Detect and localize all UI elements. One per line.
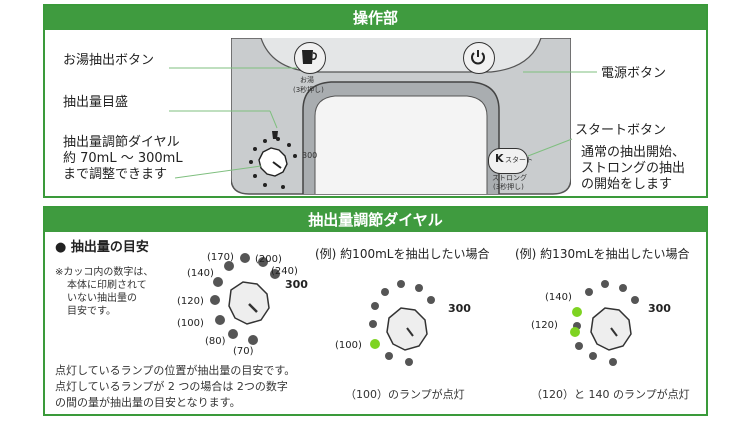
- example2-lit-label2: (120): [531, 320, 558, 331]
- scale-140: (140): [187, 268, 214, 279]
- cup-icon: [302, 50, 317, 64]
- power-icon: [471, 50, 485, 65]
- device-strong-sub: (3秒押し): [493, 183, 524, 191]
- machine-top-illustration: [231, 38, 571, 195]
- scale-170: (170): [207, 252, 234, 263]
- power-button[interactable]: [463, 42, 495, 74]
- device-strong-text: ストロング: [492, 174, 527, 182]
- note-line1: ※カッコ内の数字は、: [55, 267, 154, 278]
- hot-water-button-label: お湯抽出ボタン: [63, 53, 155, 68]
- example1-lit-lamp: [370, 339, 380, 349]
- note-line2: 本体に印刷されて: [67, 280, 147, 291]
- dial-panel: 抽出量調節ダイヤル ● 抽出量の目安 ※カッコ内の数字は、 本体に印刷されて い…: [43, 206, 708, 416]
- dial-label-line1: 抽出量調節ダイヤル: [63, 135, 180, 150]
- device-dial[interactable]: [243, 132, 307, 196]
- start-desc-line3: の開始をします: [581, 177, 673, 192]
- start-desc-line2: ストロングの抽出: [581, 161, 686, 176]
- scale-120: (120): [177, 296, 204, 307]
- guide-dial-graphic: [210, 253, 280, 345]
- scale-label: 抽出量目盛: [63, 95, 129, 110]
- example2-dial: [570, 280, 639, 366]
- start-icon: K: [495, 152, 504, 165]
- guide-heading: ● 抽出量の目安: [55, 240, 149, 255]
- start-button[interactable]: [488, 148, 528, 174]
- scale-240: (240): [271, 266, 298, 277]
- example1-title: (例) 約100mLを抽出したい場合: [315, 247, 490, 261]
- example1-caption: （100）のランプが点灯: [345, 388, 465, 401]
- scale-100: (100): [177, 318, 204, 329]
- operation-panel: 操作部 お湯 (3秒押し) K スタート ストロング (3秒押し) 300: [43, 4, 708, 198]
- scale-200: (200): [255, 254, 282, 265]
- device-hot-water-sub: (3秒押し): [293, 86, 324, 94]
- example2-title: (例) 約130mLを抽出したい場合: [515, 247, 690, 261]
- note-line3: いない抽出量の: [67, 293, 137, 304]
- footer-line1: 点灯しているランプの位置が抽出量の目安です。: [55, 364, 296, 377]
- power-button-label: 電源ボタン: [601, 66, 667, 81]
- example1-300: 300: [448, 302, 471, 315]
- scale-70: (70): [233, 346, 254, 357]
- scale-cup-icon: [272, 131, 278, 139]
- example2-lit-label1: (140): [545, 292, 572, 303]
- example2-lit-lamps: [570, 307, 582, 337]
- dial-panel-title: 抽出量調節ダイヤル: [45, 208, 706, 232]
- device-start-text: スタート: [505, 156, 533, 164]
- start-desc-line1: 通常の抽出開始、: [581, 145, 686, 160]
- example1-dial: [369, 280, 435, 366]
- note-line4: 目安です。: [67, 306, 116, 317]
- dial-label-line2: 約 70mL ～ 300mL: [63, 151, 183, 166]
- scale-80: (80): [205, 336, 226, 347]
- scale-300: 300: [285, 278, 308, 291]
- footer-line2: 点灯しているランプが 2 つの場合は 2つの数字: [55, 380, 288, 393]
- leader-lines: [169, 67, 597, 179]
- dial-label-line3: まで調整できます: [63, 167, 168, 182]
- device-hot-water-text: お湯: [300, 76, 314, 84]
- example1-lit-label: (100): [335, 340, 362, 351]
- operation-panel-title: 操作部: [45, 6, 706, 30]
- footer-line3: の間の量が抽出量の目安となります。: [55, 396, 241, 409]
- example2-caption: （120）と 140 のランプが点灯: [531, 388, 690, 401]
- example2-300: 300: [648, 302, 671, 315]
- device-300: 300: [302, 151, 318, 160]
- start-button-label: スタートボタン: [575, 123, 667, 138]
